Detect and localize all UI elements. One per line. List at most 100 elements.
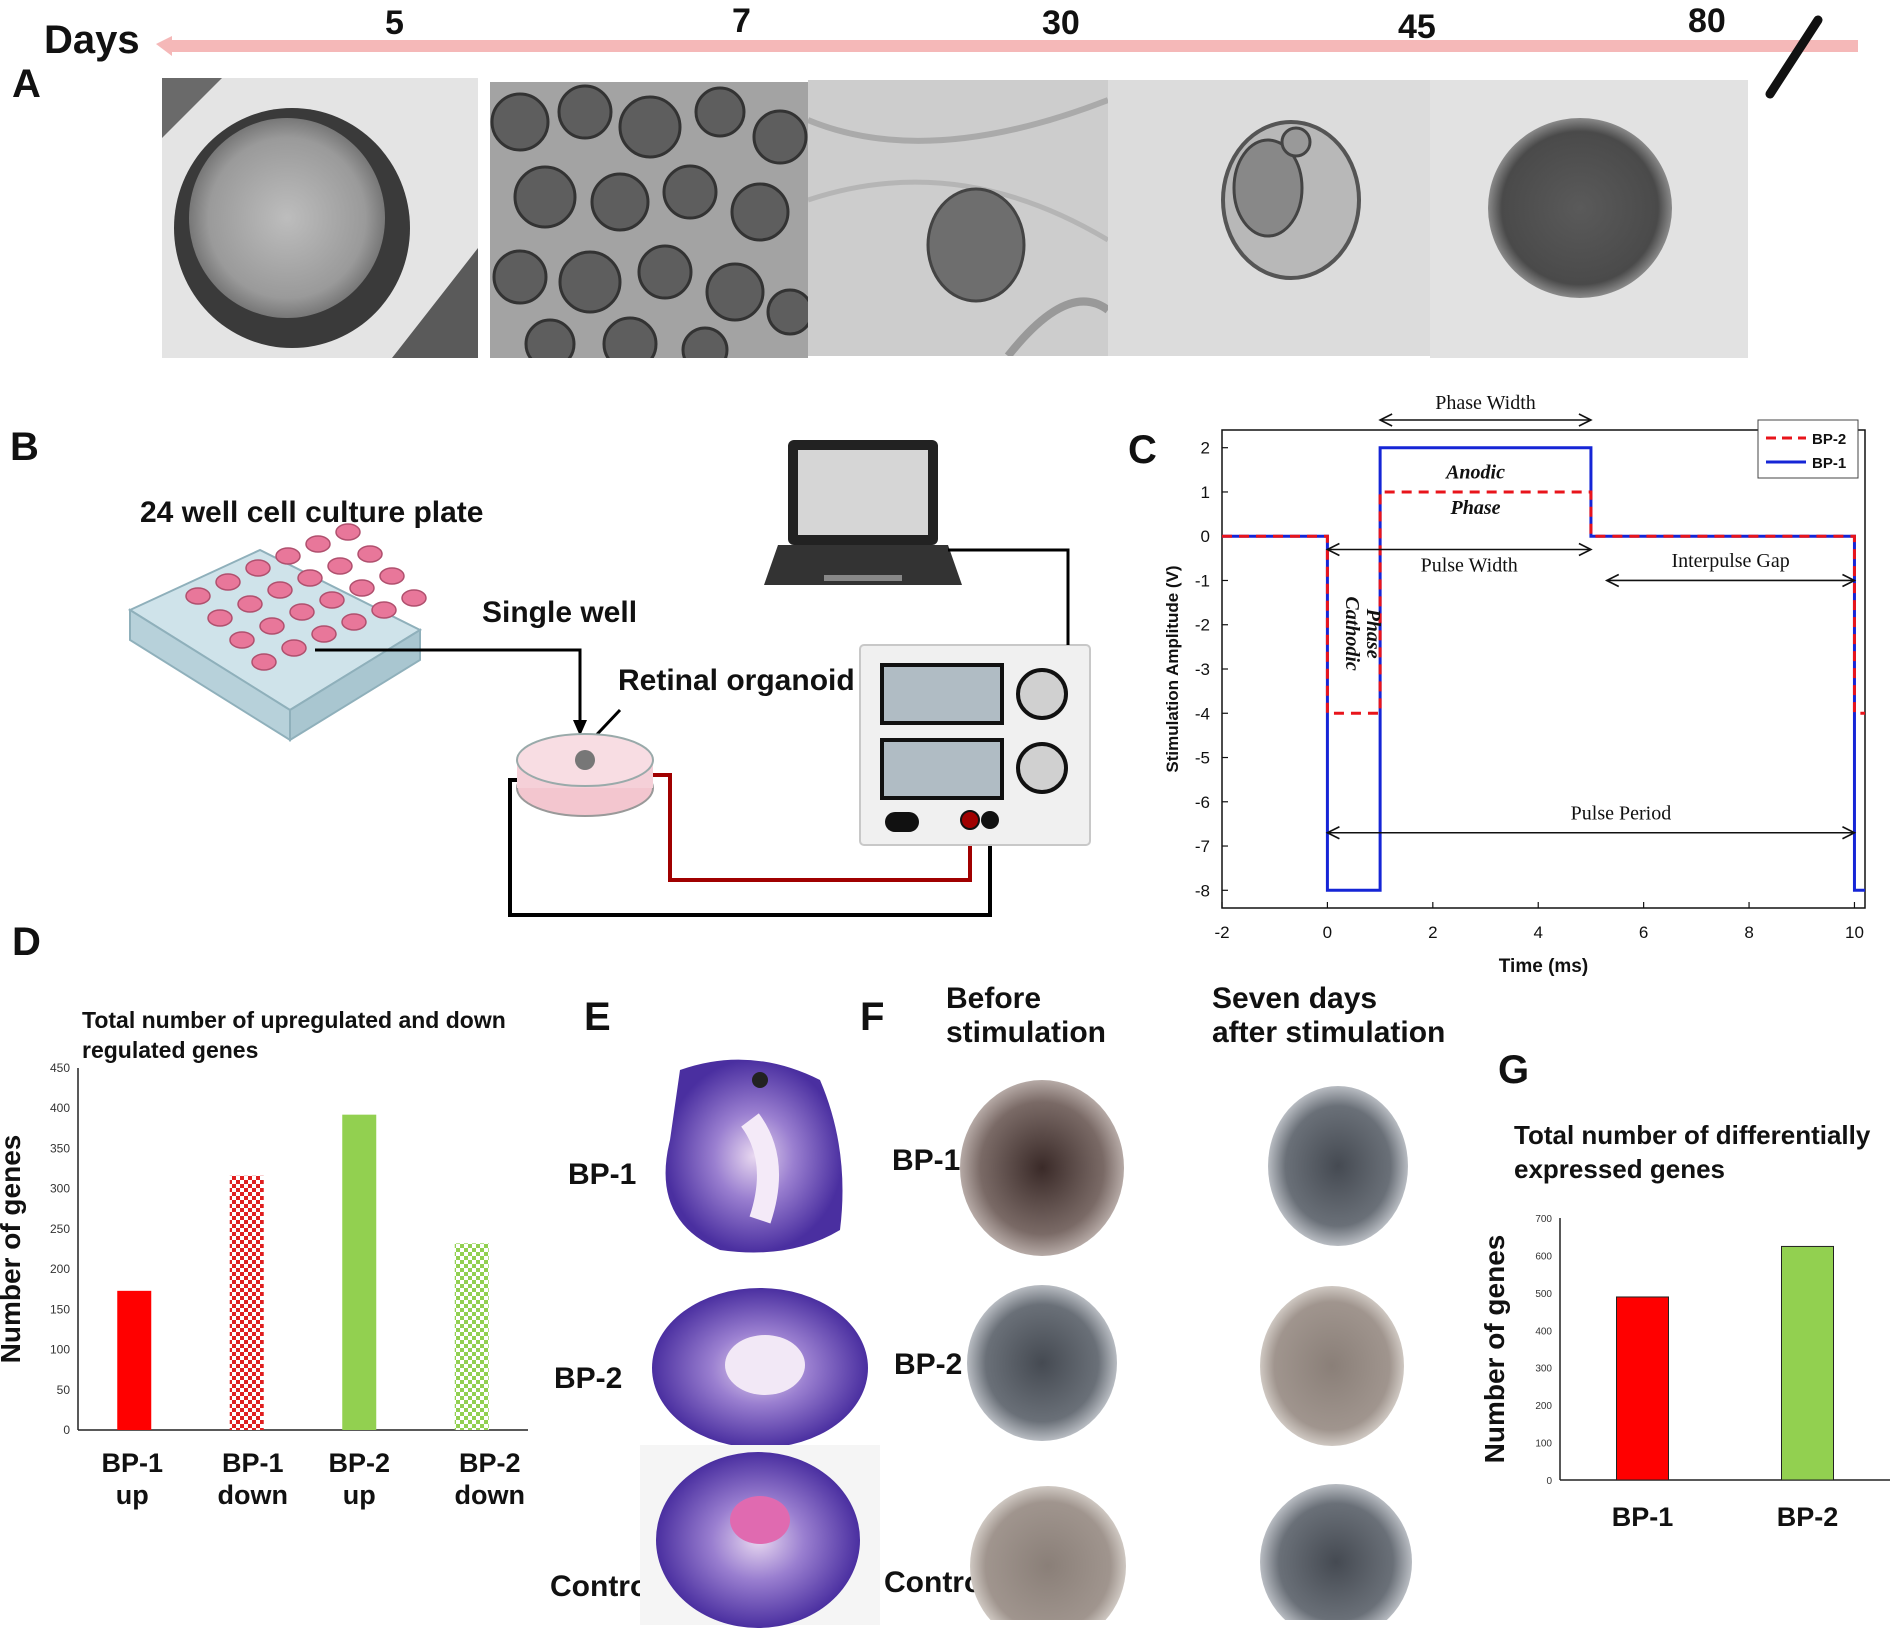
y-tick-label: -3: [1195, 660, 1210, 679]
panel-c-letter: C: [1128, 428, 1157, 472]
y-tick-label: 200: [50, 1262, 70, 1276]
col-after-line2: after stimulation: [1212, 1016, 1446, 1049]
y-tick-label: 100: [1535, 1439, 1552, 1450]
timeline-arrow: [156, 15, 1858, 99]
micrograph-day30: [808, 80, 1108, 356]
arrow-head-right: [1578, 413, 1593, 427]
y-tick-label: -5: [1195, 749, 1210, 768]
y-tick-label: -7: [1195, 837, 1210, 856]
arrow-head-left: [1604, 573, 1620, 588]
y-tick-label: 450: [50, 1061, 70, 1075]
phase-width-arrow: [1378, 413, 1593, 427]
y-tick-label: 300: [1535, 1364, 1552, 1375]
chart-legend: BP-2BP-1: [1757, 419, 1859, 479]
category-label: BP-2: [459, 1448, 521, 1478]
micrograph-day7: [490, 82, 808, 358]
legend-label-bp-2: BP-2: [1812, 431, 1846, 448]
y-tick-label: 100: [50, 1343, 70, 1357]
y-tick-label: 500: [1535, 1289, 1552, 1300]
category-label: down: [455, 1480, 525, 1510]
annotation-anodic: Anodic: [1444, 462, 1505, 484]
y-tick-label: -8: [1195, 881, 1210, 900]
y-tick-label: 50: [57, 1383, 71, 1397]
y-tick-label: 250: [50, 1222, 70, 1236]
y-tick-label: 2: [1201, 439, 1210, 458]
panel-f-row-bp2: BP-2: [894, 1348, 963, 1381]
bar-0: [117, 1290, 152, 1430]
annotation-pulse-width: Pulse Width: [1421, 555, 1518, 577]
y-tick-label: 700: [1535, 1214, 1552, 1225]
chart-title-line: Total number of upregulated and down: [82, 1007, 506, 1033]
col-before-line2: stimulation: [946, 1016, 1107, 1049]
panel-e-row-control: Control: [550, 1570, 657, 1603]
col-before-line1: Before: [946, 982, 1042, 1015]
annotation-phase-width: Phase Width: [1435, 392, 1536, 414]
y-axis-label: Number of genes: [0, 1135, 26, 1364]
bar-3: [454, 1243, 489, 1430]
x-tick-label: 2: [1428, 923, 1437, 942]
legend-label-bp-1: BP-1: [1812, 455, 1846, 472]
annotation-anodic-phase: Phase: [1450, 497, 1501, 519]
panel-e-row-bp1: BP-1: [568, 1158, 637, 1191]
arrow-head-right: [1842, 573, 1857, 588]
y-tick-label: 0: [63, 1423, 70, 1437]
y-tick-label: -4: [1195, 704, 1210, 723]
annotation-cathodic-phase: Phase: [1362, 608, 1384, 659]
panel-b-letter: B: [10, 425, 39, 469]
micrograph-day5: [162, 78, 478, 358]
chart-title-line: Total number of differentially: [1514, 1120, 1871, 1150]
organoid-control-after: [1260, 1484, 1412, 1620]
y-tick-label: -2: [1195, 616, 1210, 635]
stimulator-device-icon: [859, 644, 1091, 846]
category-label: BP-1: [101, 1448, 163, 1478]
x-tick-label: -2: [1214, 923, 1229, 942]
well-plate-icon: [127, 523, 427, 742]
chart-title-line: expressed genes: [1514, 1154, 1725, 1184]
bar-1: [1781, 1245, 1834, 1481]
x-tick-label: 6: [1639, 923, 1648, 942]
category-label: down: [218, 1480, 288, 1510]
interpulse-gap-arrow: [1604, 573, 1857, 588]
y-axis-label: Number of genes: [1479, 1235, 1510, 1464]
micrograph-day80: [1430, 80, 1748, 358]
organoid-label: Retinal organoid: [618, 664, 855, 697]
x-axis-label: Time (ms): [1499, 956, 1588, 977]
panel-e-row-bp2: BP-2: [554, 1362, 623, 1395]
pulse-width-arrow: [1325, 542, 1593, 557]
day-tick-30: 30: [1042, 4, 1080, 42]
x-tick-label: 4: [1533, 923, 1542, 942]
series-line-bp-1: [1222, 446, 1865, 892]
arrow-head-left: [1325, 826, 1340, 840]
arrow-head-right: [1842, 826, 1857, 840]
x-tick-label: 8: [1744, 923, 1753, 942]
organoid-bp2-after: [1260, 1286, 1404, 1446]
category-label: BP-2: [1777, 1502, 1839, 1532]
category-label: BP-2: [328, 1448, 390, 1478]
category-label: BP-1: [222, 1448, 284, 1478]
plot-frame: [1221, 429, 1866, 909]
panel-f-row-bp1: BP-1: [892, 1144, 961, 1177]
y-tick-label: -6: [1195, 793, 1210, 812]
arrow-head-left: [1325, 542, 1340, 557]
stimulation-setup-diagram: [127, 440, 1091, 917]
y-tick-label: 300: [50, 1182, 70, 1196]
panel-g-letter: G: [1498, 1048, 1530, 1092]
bar-0: [1616, 1296, 1669, 1481]
y-axis-label: Stimulation Amplitude (V): [1163, 565, 1182, 772]
arrow-head-left: [1378, 413, 1393, 427]
y-tick-label: 400: [50, 1101, 70, 1115]
x-tick-label: 0: [1323, 923, 1332, 942]
y-tick-label: 0: [1201, 527, 1210, 546]
y-tick-label: 1: [1201, 483, 1210, 502]
plate-label: 24 well cell culture plate: [140, 496, 484, 529]
col-after-line1: Seven days: [1212, 982, 1378, 1015]
day-tick-80: 80: [1688, 2, 1726, 40]
organoid-bp2-before: [967, 1285, 1117, 1441]
y-tick-label: -1: [1195, 571, 1210, 590]
y-tick-label: 350: [50, 1141, 70, 1155]
y-tick-label: 200: [1535, 1401, 1552, 1412]
histology-control: [640, 1445, 880, 1628]
category-label: BP-1: [1612, 1502, 1674, 1532]
days-label: Days: [44, 18, 140, 62]
